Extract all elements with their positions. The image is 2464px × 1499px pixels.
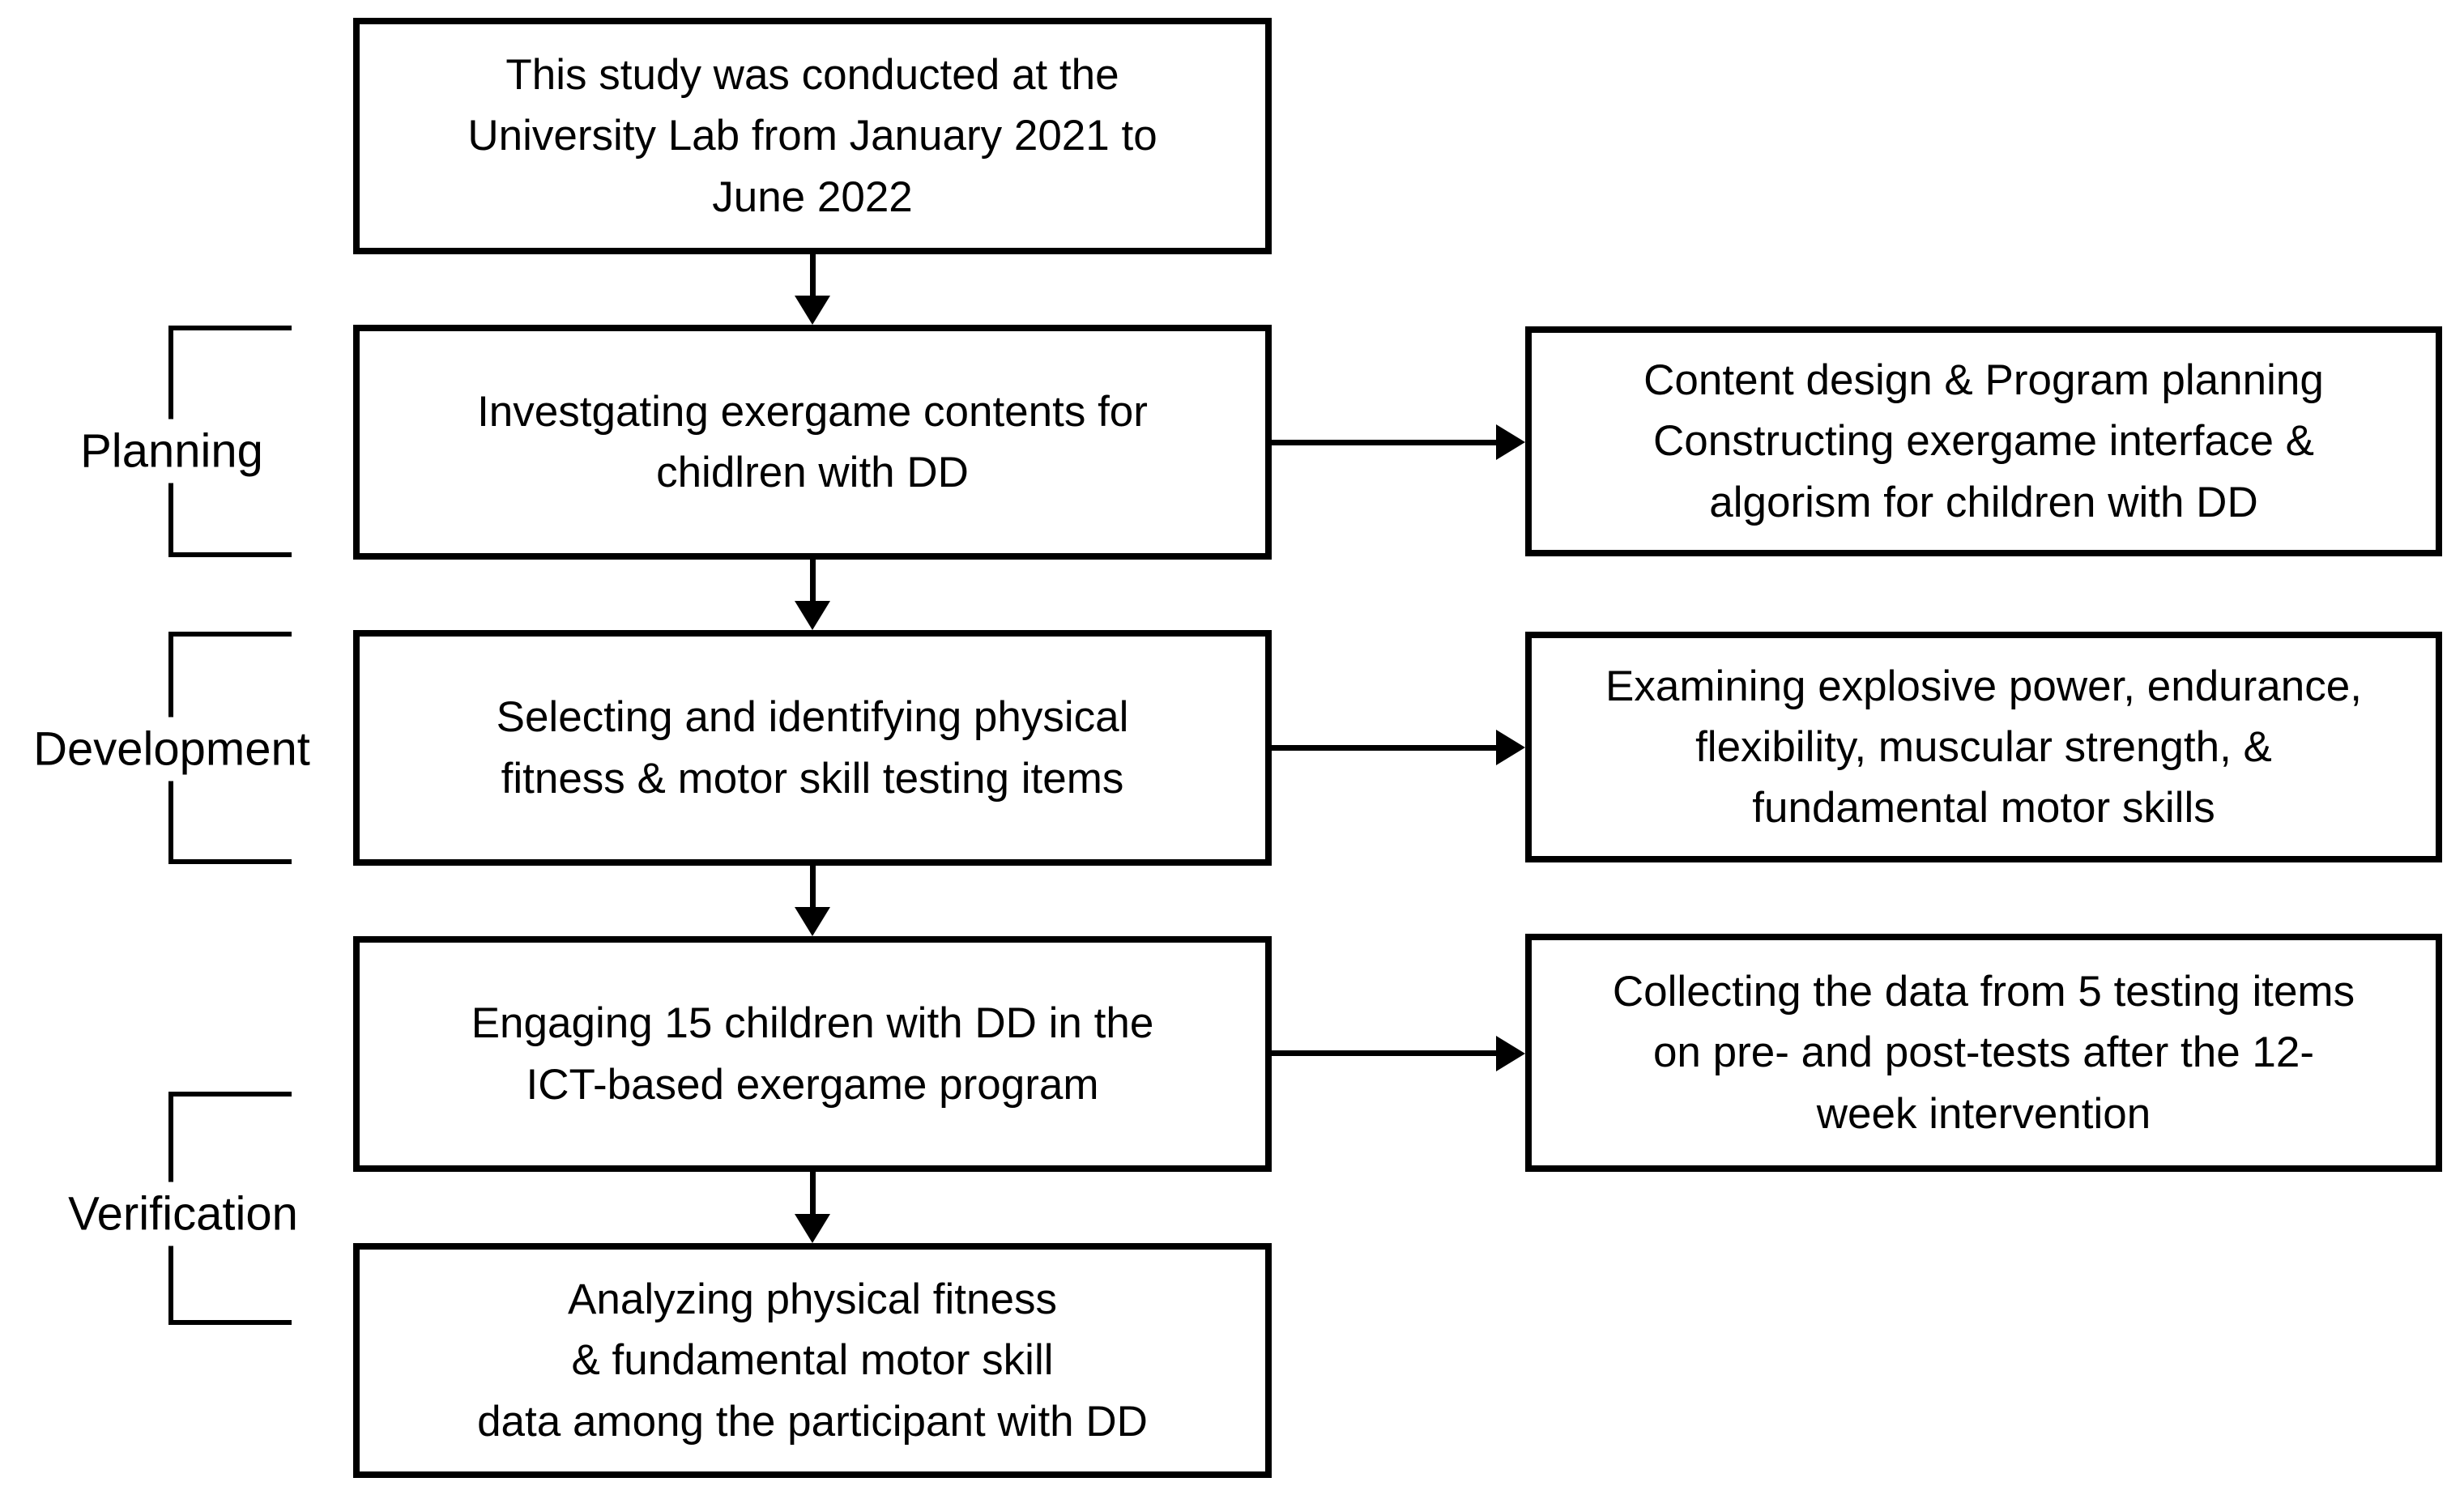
arrow-down-2-shaft (810, 560, 816, 606)
examining-box: Examining explosive power, endurance, fl… (1525, 632, 2442, 862)
investigating-box: Investgating exergame contents for chidl… (353, 325, 1272, 560)
arrow-right-1-head-icon (1496, 424, 1525, 460)
collecting-line-1: Collecting the data from 5 testing items (1612, 968, 2355, 1016)
verification-phase-label: Verification (55, 1182, 311, 1246)
arrow-right-1-shaft (1272, 440, 1501, 445)
examining-line-2: flexibility, muscular strength, & (1695, 722, 2272, 771)
analyzing-line-2: & fundamental motor skill (571, 1336, 1054, 1385)
collecting-line-2: on pre- and post-tests after the 12- (1652, 1028, 2315, 1077)
collecting-box: Collecting the data from 5 testing items… (1525, 934, 2442, 1172)
examining-line-1: Examining explosive power, endurance, (1605, 662, 2362, 710)
content-design-line-3: algorism for children with DD (1709, 478, 2258, 526)
arrow-down-1-head-icon (795, 296, 830, 325)
selecting-line-1: Selecting and identifying physical (496, 693, 1129, 742)
arrow-down-3-shaft (810, 866, 816, 912)
arrow-down-2-head-icon (795, 601, 830, 630)
investigating-line-1: Investgating exergame contents for (477, 387, 1148, 436)
content-design-line-1: Content design & Program planning (1643, 356, 2324, 405)
arrow-right-2-shaft (1272, 745, 1501, 751)
investigating-line-2: chidlren with DD (656, 449, 969, 496)
arrow-down-4-head-icon (795, 1214, 830, 1243)
examining-line-3: fundamental motor skills (1752, 784, 2215, 833)
analyzing-line-3: data among the participant with DD (477, 1397, 1148, 1446)
study-info-line-3: June 2022 (712, 172, 913, 221)
engaging-box: Engaging 15 children with DD in the ICT-… (353, 936, 1272, 1172)
engaging-line-2: ICT-based exergame program (526, 1060, 1099, 1109)
arrow-right-2-head-icon (1496, 730, 1525, 765)
arrow-right-3-head-icon (1496, 1036, 1525, 1071)
arrow-down-4-shaft (810, 1172, 816, 1219)
study-info-line-1: This study was conducted at the (505, 51, 1119, 100)
analyzing-box: Analyzing physical fitness & fundamental… (353, 1243, 1272, 1478)
development-phase-label: Development (20, 717, 323, 781)
selecting-line-2: fitness & motor skill testing items (501, 754, 1124, 803)
study-info-box: This study was conducted at the Universi… (353, 18, 1272, 254)
content-design-line-2: Constructing exergame interface & (1652, 417, 2314, 466)
arrow-down-3-head-icon (795, 907, 830, 936)
planning-phase-label: Planning (67, 419, 276, 483)
engaging-line-1: Engaging 15 children with DD in the (471, 999, 1154, 1048)
content-design-box: Content design & Program planning Constr… (1525, 326, 2442, 556)
arrow-down-1-shaft (810, 254, 816, 300)
collecting-line-3: week intervention (1816, 1089, 2151, 1138)
selecting-box: Selecting and identifying physical fitne… (353, 630, 1272, 866)
analyzing-line-1: Analyzing physical fitness (568, 1275, 1057, 1324)
arrow-right-3-shaft (1272, 1050, 1501, 1056)
study-info-line-2: University Lab from January 2021 to (467, 112, 1157, 160)
